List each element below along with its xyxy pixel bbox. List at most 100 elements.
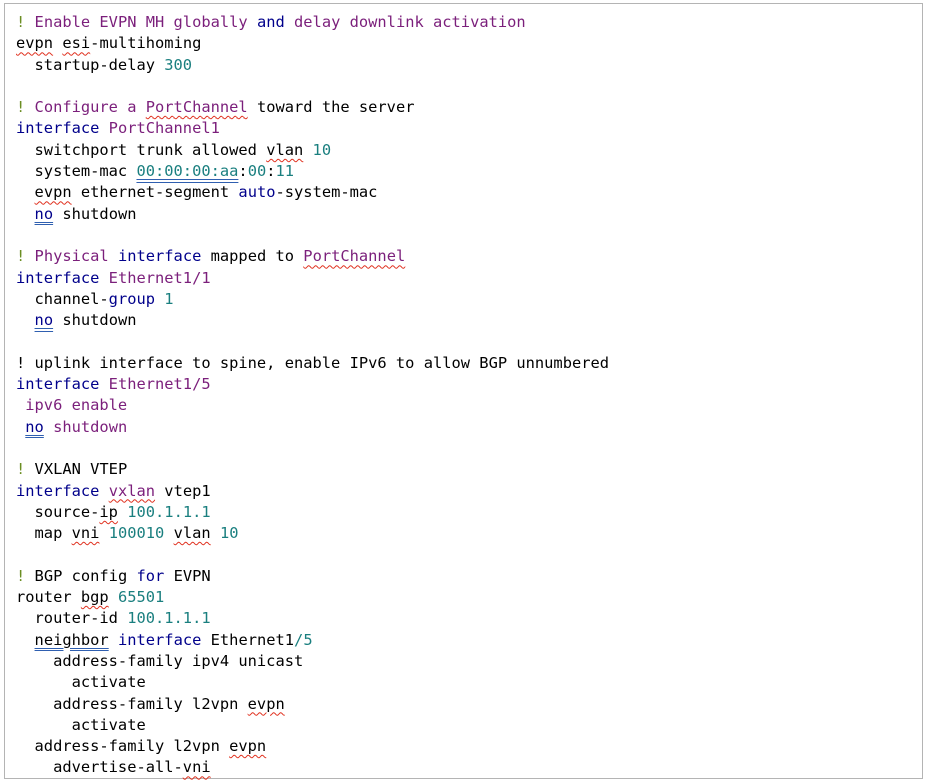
code-token: Enable EVPN MH globally xyxy=(25,13,257,31)
code-token: no xyxy=(34,204,54,223)
code-line: address-family l2vpn evpn xyxy=(16,694,609,715)
code-token: shutdown xyxy=(53,311,137,330)
code-line: channel-group 1 xyxy=(16,289,609,310)
code-token: evpn xyxy=(229,737,267,756)
config-code-block: ! Enable EVPN MH globally and delay down… xyxy=(16,12,609,779)
code-token xyxy=(303,141,312,159)
code-line: no shutdown xyxy=(16,204,609,225)
code-token: PortChannel xyxy=(303,247,406,266)
code-line: advertise-all-vni xyxy=(16,757,609,778)
code-token: : xyxy=(238,162,248,181)
code-line: activate xyxy=(16,715,609,736)
code-token: vlan xyxy=(266,140,304,159)
code-line: interface vxlan vtep1 xyxy=(16,481,609,502)
code-token: group xyxy=(108,289,156,308)
code-token: map xyxy=(16,524,72,543)
code-token: vlan xyxy=(173,524,211,543)
code-line: address-family l2vpn evpn xyxy=(16,736,609,757)
code-line xyxy=(16,225,609,246)
code-token: auto xyxy=(238,183,276,202)
code-line: ! Physical interface mapped to PortChann… xyxy=(16,246,609,267)
code-token: mapped to xyxy=(201,247,304,266)
code-line: no shutdown xyxy=(16,310,609,331)
code-line: source-ip 100.1.1.1 xyxy=(16,502,609,523)
code-token xyxy=(16,418,25,436)
code-token: 10 xyxy=(219,524,239,543)
code-token: ipv6 enable xyxy=(16,396,128,415)
code-token: address-family l2vpn xyxy=(16,694,248,713)
code-token: startup-delay xyxy=(16,55,165,74)
code-token: address-family l2vpn xyxy=(16,737,230,756)
code-token: ! xyxy=(16,13,26,31)
code-line: startup-delay 300 xyxy=(16,55,609,76)
code-token: 100.1.1.1 xyxy=(127,502,211,521)
code-line: interface Ethernet1/5 xyxy=(16,374,609,395)
code-token: 00:00:00:aa xyxy=(136,162,239,181)
code-token: 11 xyxy=(275,162,295,181)
code-token: ip xyxy=(99,502,118,521)
code-token: ! xyxy=(16,98,26,117)
code-token: Ethernet1/1 xyxy=(99,268,211,287)
code-token xyxy=(16,631,35,649)
code-token: interface xyxy=(16,119,100,138)
code-token: : xyxy=(266,162,276,181)
code-line: activate xyxy=(16,672,609,693)
code-token: ! xyxy=(16,247,26,266)
code-token: /5 xyxy=(294,630,313,649)
code-token: evpn xyxy=(16,34,54,53)
code-line: evpn esi-multihoming xyxy=(16,33,609,54)
code-token: 10 xyxy=(312,140,332,159)
code-token: bgp xyxy=(80,588,109,607)
code-token: 300 xyxy=(164,55,193,74)
code-token: PortChannel xyxy=(145,98,248,117)
code-token: 100.1.1.1 xyxy=(127,609,211,628)
code-token: evpn xyxy=(34,183,72,202)
code-token: ethernet-segment xyxy=(71,183,239,202)
code-token: ! xyxy=(16,460,26,479)
code-token: Ethernet1/5 xyxy=(99,375,211,394)
code-token: vni xyxy=(71,524,100,543)
code-token: shutdown xyxy=(43,417,128,436)
code-token: ! xyxy=(16,566,26,585)
code-token: 65501 xyxy=(117,588,165,607)
code-line: router-id 100.1.1.1 xyxy=(16,608,609,629)
code-token: 100010 xyxy=(108,524,165,543)
code-token: esi xyxy=(62,34,91,53)
code-token xyxy=(16,183,35,201)
code-line: interface PortChannel1 xyxy=(16,118,609,139)
code-line: system-mac 00:00:00:aa:00:11 xyxy=(16,161,609,182)
code-token xyxy=(53,34,62,52)
code-line: ! Enable EVPN MH globally and delay down… xyxy=(16,12,609,33)
code-token: ! uplink interface to spine, enable IPv6… xyxy=(16,353,610,372)
code-token xyxy=(99,524,108,542)
code-line xyxy=(16,331,609,352)
code-token: for xyxy=(136,566,165,585)
code-token: 1 xyxy=(164,289,174,308)
code-token: activate xyxy=(16,673,146,692)
code-line: router bgp 65501 xyxy=(16,587,609,608)
code-token xyxy=(155,290,164,308)
code-token: delay downlink activation xyxy=(284,13,526,31)
code-token: Configure a xyxy=(25,98,146,117)
code-token: EVPN xyxy=(164,566,211,585)
code-token: -multihoming xyxy=(90,34,202,53)
code-line: ipv6 enable xyxy=(16,395,609,416)
code-line: ! VXLAN VTEP xyxy=(16,459,609,480)
code-token: interface xyxy=(117,630,202,649)
code-token: switchport trunk allowed xyxy=(16,140,267,159)
code-token: advertise-all- xyxy=(16,758,183,777)
code-line: map vni 100010 vlan 10 xyxy=(16,523,609,544)
code-token xyxy=(16,311,35,329)
code-token: vtep1 xyxy=(155,481,211,500)
code-token: vxlan xyxy=(108,481,156,500)
code-token xyxy=(164,524,173,542)
code-token xyxy=(118,503,127,521)
code-token: interface xyxy=(117,247,202,266)
code-token: PortChannel1 xyxy=(99,119,220,138)
code-token: router-id xyxy=(16,609,128,628)
code-token: system-mac xyxy=(16,162,137,181)
code-token: toward the server xyxy=(247,98,415,117)
code-token: BGP config xyxy=(25,566,137,585)
code-token: address-family ipv4 unicast xyxy=(16,651,304,670)
code-token: interface xyxy=(16,375,100,394)
